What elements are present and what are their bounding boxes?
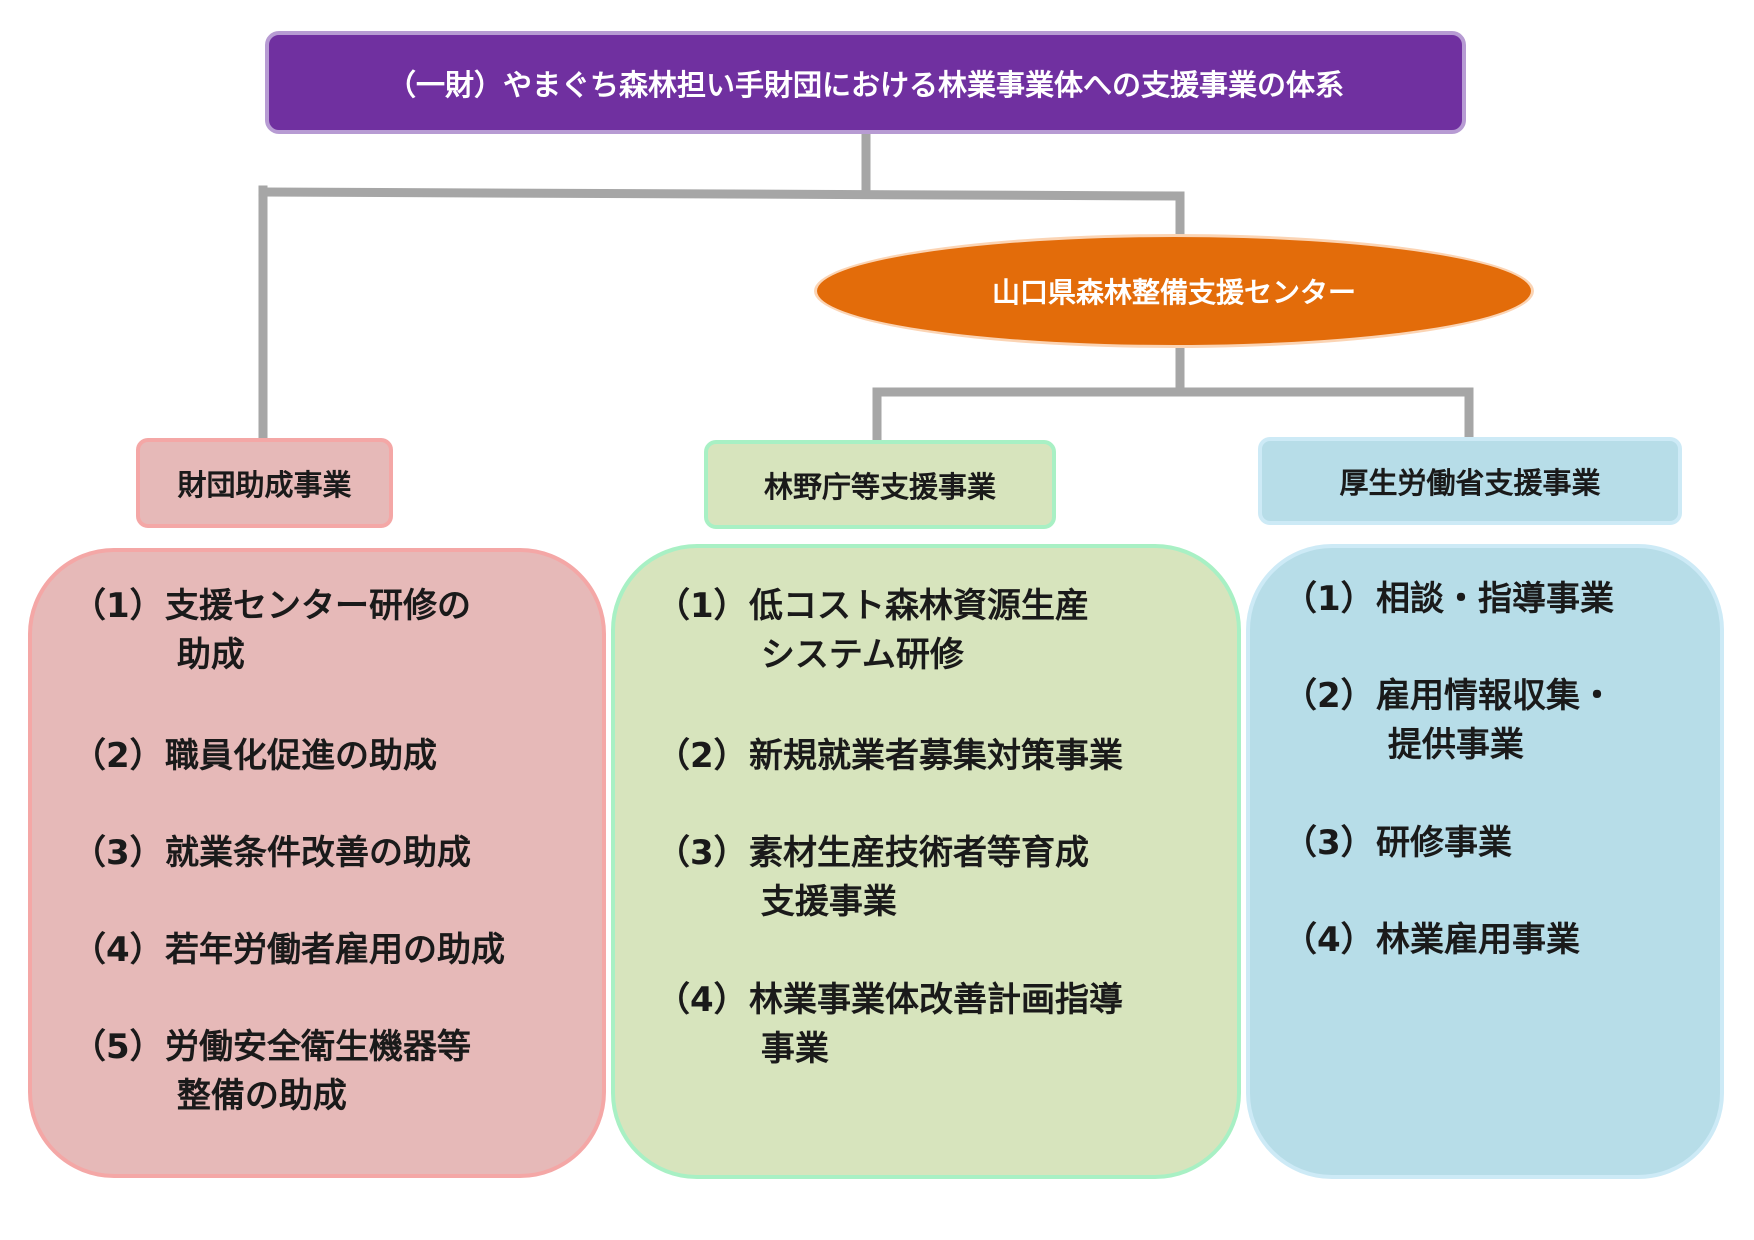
- item-text: 支援センター研修の 助成: [165, 586, 471, 675]
- item-number: （4）: [72, 930, 164, 970]
- item-text: 新規就業者募集対策事業: [749, 736, 1123, 776]
- item-text: 低コスト森林資源生産 システム研修: [749, 586, 1089, 675]
- list-item: （5） 労働安全衛生機器等 整備の助成: [72, 1023, 471, 1121]
- list-item: （2） 新規就業者募集対策事業: [656, 732, 1123, 781]
- connector-main-horizontal: [258, 187, 1185, 201]
- item-number: （4）: [1283, 920, 1375, 960]
- item-text: 相談・指導事業: [1376, 579, 1614, 619]
- category-forestry-agency: 林野庁等支援事業: [704, 440, 1056, 529]
- item-text: 労働安全衛生機器等 整備の助成: [165, 1027, 471, 1116]
- item-text: 林業事業体改善計画指導 事業: [749, 980, 1123, 1069]
- item-text: 若年労働者雇用の助成: [165, 930, 505, 970]
- item-number: （1）: [1283, 579, 1375, 619]
- item-text: 林業雇用事業: [1376, 920, 1580, 960]
- item-number: （1）: [72, 586, 164, 626]
- list-item: （4） 林業雇用事業: [1283, 916, 1580, 965]
- list-item: （3） 就業条件改善の助成: [72, 829, 471, 878]
- item-number: （2）: [656, 736, 748, 776]
- category-label: 財団助成事業: [177, 468, 352, 502]
- item-number: （3）: [656, 833, 748, 873]
- list-item: （1） 低コスト森林資源生産 システム研修: [656, 582, 1089, 680]
- item-number: （2）: [72, 736, 164, 776]
- category-labor-ministry: 厚生労働省支援事業: [1258, 437, 1682, 525]
- center-node-ellipse: 山口県森林整備支援センター: [814, 234, 1534, 348]
- panel-forestry-agency: [611, 544, 1241, 1179]
- diagram-title: （一財）やまぐち森林担い手財団における林業事業体への支援事業の体系: [386, 67, 1344, 102]
- list-item: （1） 支援センター研修の 助成: [72, 582, 471, 680]
- item-text: 就業条件改善の助成: [165, 833, 471, 873]
- list-item: （2） 職員化促進の助成: [72, 732, 437, 781]
- item-number: （4）: [656, 980, 748, 1020]
- center-node-label: 山口県森林整備支援センター: [991, 276, 1356, 309]
- panel-foundation-grants: [28, 548, 606, 1178]
- item-text: 研修事業: [1376, 823, 1512, 863]
- list-item: （3） 研修事業: [1283, 819, 1512, 868]
- list-item: （4） 若年労働者雇用の助成: [72, 926, 505, 975]
- list-item: （2） 雇用情報収集・ 提供事業: [1283, 672, 1614, 770]
- item-number: （2）: [1283, 676, 1375, 716]
- item-number: （5）: [72, 1027, 164, 1067]
- list-item: （1） 相談・指導事業: [1283, 575, 1614, 624]
- list-item: （3） 素材生産技術者等育成 支援事業: [656, 829, 1089, 927]
- item-number: （1）: [656, 586, 748, 626]
- category-label: 林野庁等支援事業: [763, 469, 996, 504]
- item-text: 雇用情報収集・ 提供事業: [1376, 676, 1614, 765]
- list-item: （4） 林業事業体改善計画指導 事業: [656, 976, 1123, 1074]
- category-label: 厚生労働省支援事業: [1339, 466, 1601, 500]
- category-foundation-grants: 財団助成事業: [136, 438, 393, 528]
- item-number: （3）: [72, 833, 164, 873]
- title-box: （一財）やまぐち森林担い手財団における林業事業体への支援事業の体系: [265, 31, 1466, 134]
- item-number: （3）: [1283, 823, 1375, 863]
- item-text: 素材生産技術者等育成 支援事業: [749, 833, 1089, 922]
- panel-labor-ministry: [1246, 544, 1724, 1179]
- item-text: 職員化促進の助成: [165, 736, 437, 776]
